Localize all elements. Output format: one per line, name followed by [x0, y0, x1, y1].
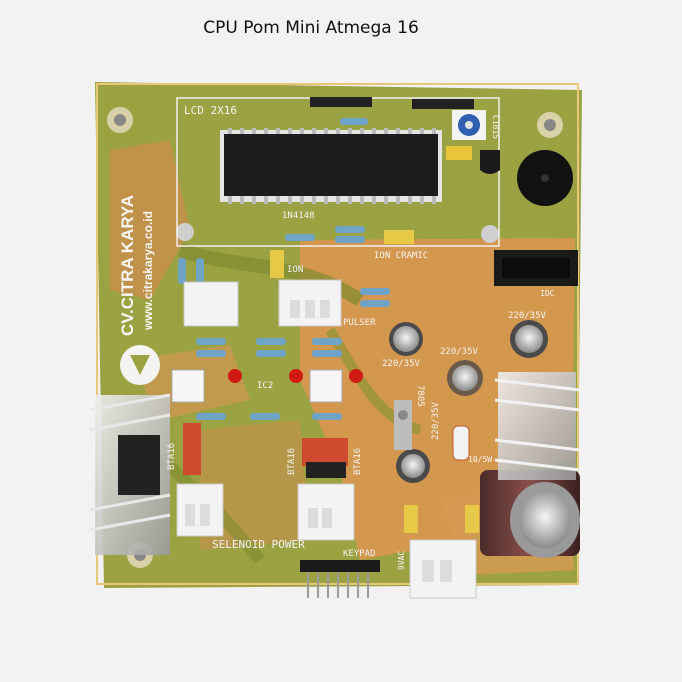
- brand-name: CV.CITRA KARYA: [118, 195, 137, 336]
- lcd-label: LCD 2X16: [184, 104, 237, 117]
- trimpot: [452, 110, 486, 140]
- triac-label-b: BTA16: [287, 448, 297, 475]
- triac-label-c: BTA16: [353, 448, 363, 475]
- idc-connector: [494, 250, 578, 286]
- brand-logo: [120, 345, 160, 385]
- selenoid-power-label: SELENOID POWER: [212, 538, 305, 551]
- resistors: [178, 118, 390, 420]
- main-filter-capacitor: [480, 470, 580, 558]
- ion-ceramic-label: ION CRAMIC: [374, 251, 428, 261]
- triac-label-a: BTA16: [167, 443, 177, 470]
- caption-title: CPU Pom Mini Atmega 16: [203, 18, 419, 38]
- power-resistor: [452, 425, 470, 461]
- transistor-c1815: [480, 150, 500, 174]
- power-resistor-label: 10/5W: [468, 455, 492, 464]
- pulser-label: PULSER: [343, 318, 376, 328]
- cap-label-b: 220/35V: [440, 347, 479, 357]
- transistor-label: C1815: [491, 115, 500, 139]
- keypad-header: [300, 560, 380, 598]
- buzzer: [517, 150, 573, 206]
- ion-label: ION: [287, 265, 303, 275]
- vac-label: 9VAC: [397, 551, 406, 570]
- heat-sink-left: [89, 393, 171, 555]
- brand-website: www.citrakarya.co.id: [141, 211, 155, 331]
- triacs: [183, 423, 348, 478]
- heat-sink-right: [494, 372, 581, 480]
- cap-label-a: 220/35V: [508, 311, 547, 321]
- idc-label: IDC: [540, 289, 555, 298]
- mcu-chip: [220, 128, 442, 204]
- regulator-7805: [394, 400, 412, 450]
- ic2-label: IC2: [257, 381, 273, 391]
- header-pins-top: [310, 97, 474, 109]
- yellow-capacitors: [270, 230, 479, 533]
- capacitor-small: [446, 146, 472, 160]
- optocouplers: [171, 369, 343, 403]
- red-leds: [228, 369, 363, 383]
- cap-label-d: 220/35V: [431, 401, 441, 440]
- regulator-label: 7805: [415, 385, 425, 407]
- keypad-label: KEYPAD: [343, 549, 376, 559]
- electrolytic-capacitors: [389, 320, 548, 483]
- diode-label: 1N4148: [282, 211, 315, 221]
- cap-label-c: 220/35V: [382, 359, 421, 369]
